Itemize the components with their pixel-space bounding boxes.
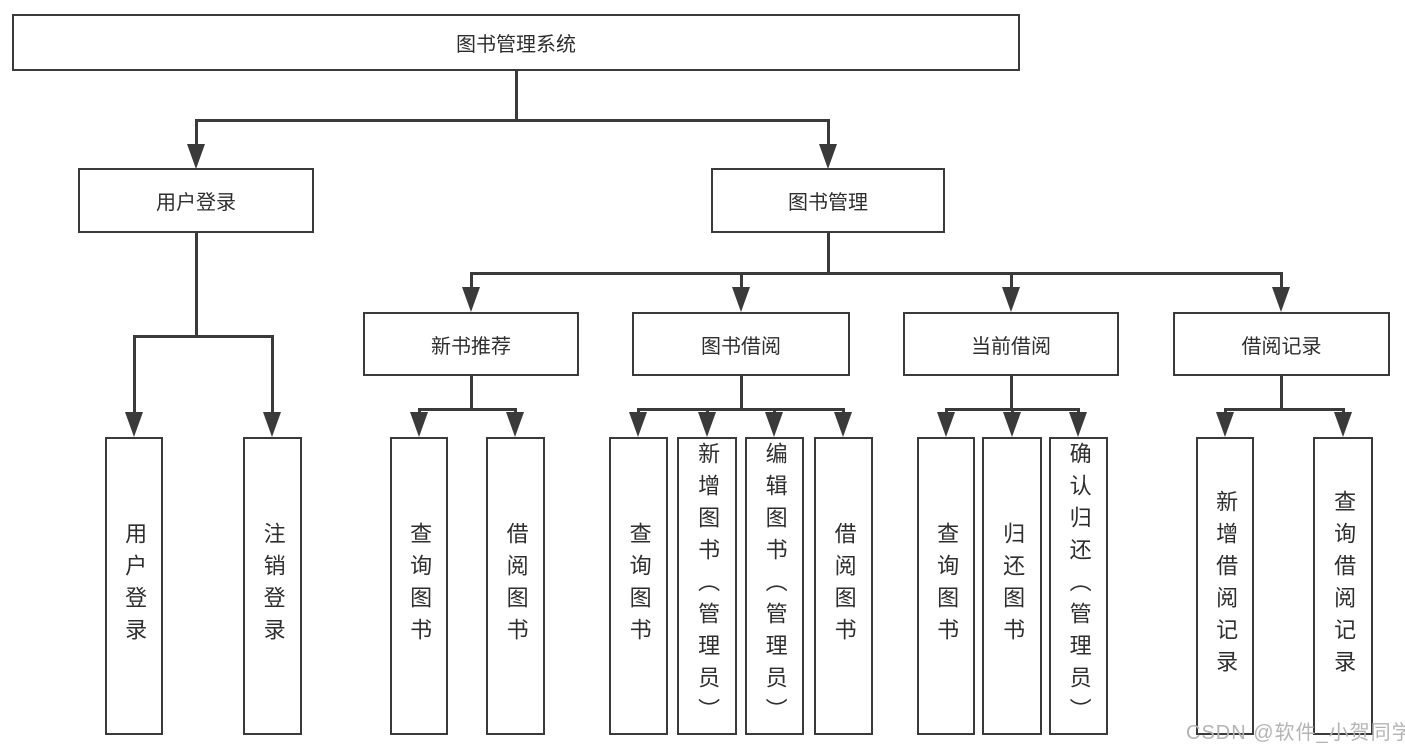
connector-line [826, 233, 830, 275]
connector-line [194, 119, 830, 122]
connector-line [194, 233, 198, 337]
leaf-current-confirm-return-admin-label: 确认归还（管理员） [1066, 442, 1092, 730]
arrowhead-down [1003, 412, 1021, 437]
node-user-login: 用户登录 [78, 168, 314, 233]
leaf-borrow-query-book: 查询图书 [609, 437, 668, 735]
connector-line [194, 119, 198, 147]
leaf-current-confirm-return-admin: 确认归还（管理员） [1049, 437, 1108, 735]
connector-line [1279, 272, 1283, 290]
leaf-newbooks-borrow-book: 借阅图书 [486, 437, 545, 735]
arrowhead-down [1272, 287, 1290, 312]
leaf-borrow-borrow-book: 借阅图书 [814, 437, 873, 735]
node-borrow-records: 借阅记录 [1173, 312, 1390, 376]
connector-line [270, 335, 274, 415]
connector-line [514, 70, 518, 120]
connector-line [1009, 376, 1013, 410]
node-borrow-records-label: 借阅记录 [1241, 335, 1322, 358]
leaf-borrow-edit-book-admin: 编辑图书（管理员） [745, 437, 804, 735]
arrowhead-down [1002, 287, 1020, 312]
node-current-borrow-label: 当前借阅 [971, 335, 1051, 358]
leaf-user-login-label: 用户登录 [122, 522, 148, 650]
arrowhead-down [1334, 412, 1352, 437]
arrowhead-down [819, 144, 837, 169]
connector-line [132, 335, 136, 415]
connector-line [132, 335, 274, 338]
connector-line [1223, 408, 1345, 411]
leaf-records-add-record-label: 新增借阅记录 [1213, 490, 1239, 682]
leaf-current-return-book-label: 归还图书 [1000, 522, 1026, 650]
leaf-borrow-add-book-admin-label: 新增图书（管理员） [695, 442, 721, 730]
connector-line [417, 408, 517, 411]
arrowhead-down [263, 412, 281, 437]
arrowhead-down [629, 412, 647, 437]
node-new-book-recommend-label: 新书推荐 [431, 335, 511, 358]
connector-line [739, 272, 743, 290]
leaf-user-login: 用户登录 [105, 437, 163, 735]
leaf-borrow-edit-book-admin-label: 编辑图书（管理员） [762, 442, 788, 730]
connector-line [739, 376, 743, 410]
leaf-logout-label: 注销登录 [260, 522, 286, 650]
node-book-borrow-label: 图书借阅 [701, 335, 781, 358]
arrowhead-down [732, 287, 750, 312]
arrowhead-down [937, 412, 955, 437]
connector-line [469, 272, 1283, 275]
arrowhead-down [125, 412, 143, 437]
arrowhead-down [1069, 412, 1087, 437]
leaf-logout: 注销登录 [243, 437, 302, 735]
connector-line [826, 119, 830, 147]
node-root-label: 图书管理系统 [456, 34, 576, 56]
leaf-newbooks-borrow-book-label: 借阅图书 [503, 522, 529, 650]
leaf-records-add-record: 新增借阅记录 [1196, 437, 1254, 735]
node-new-book-recommend: 新书推荐 [363, 312, 579, 376]
leaf-borrow-query-book-label: 查询图书 [626, 522, 652, 650]
leaf-borrow-add-book-admin: 新增图书（管理员） [677, 437, 737, 735]
arrowhead-down [1216, 412, 1234, 437]
arrowhead-down [765, 412, 783, 437]
node-book-management-label: 图书管理 [788, 192, 868, 214]
watermark: CSDN @软件_小贺同学 [1186, 722, 1405, 744]
leaf-newbooks-query-book: 查询图书 [390, 437, 448, 735]
connector-line [636, 408, 845, 411]
connector-line [1009, 272, 1013, 290]
arrowhead-down [462, 287, 480, 312]
connector-line [469, 376, 473, 410]
leaf-newbooks-query-book-label: 查询图书 [407, 522, 433, 650]
connector-line [469, 272, 473, 290]
connector-line [1279, 376, 1283, 410]
leaf-borrow-borrow-book-label: 借阅图书 [831, 522, 857, 650]
node-root: 图书管理系统 [12, 14, 1020, 71]
leaf-current-return-book: 归还图书 [982, 437, 1042, 735]
leaf-current-query-book: 查询图书 [917, 437, 975, 735]
node-user-login-label: 用户登录 [156, 192, 236, 214]
leaf-records-query-record-label: 查询借阅记录 [1331, 490, 1357, 682]
arrowhead-down [187, 144, 205, 169]
leaf-current-query-book-label: 查询图书 [934, 522, 960, 650]
node-current-borrow: 当前借阅 [903, 312, 1119, 376]
arrowhead-down [410, 412, 428, 437]
leaf-records-query-record: 查询借阅记录 [1313, 437, 1373, 735]
arrowhead-down [506, 412, 524, 437]
arrowhead-down [834, 412, 852, 437]
arrowhead-down [698, 412, 716, 437]
node-book-borrow: 图书借阅 [632, 312, 850, 376]
node-book-management: 图书管理 [711, 168, 945, 233]
